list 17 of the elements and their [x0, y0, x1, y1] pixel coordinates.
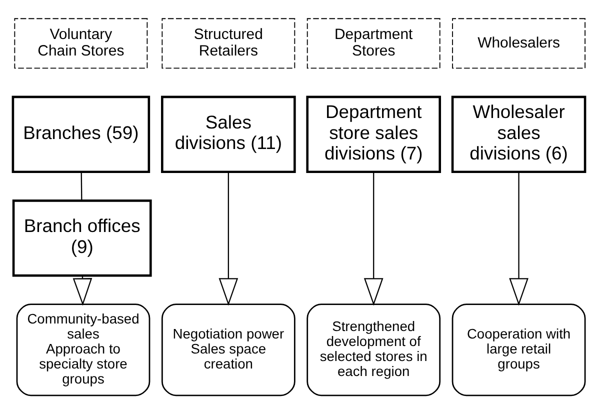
node-box: Cooperation with large retail groups — [452, 303, 586, 396]
node-box: Branch offices (9) — [12, 199, 152, 276]
node-box: Branches (59) — [12, 95, 150, 172]
node-box: Sales divisions (11) — [161, 95, 296, 172]
node-box: Negotiation power Sales space creation — [161, 303, 296, 396]
arrow — [218, 172, 238, 306]
node-box: Strengthened development of selected stores in each region — [306, 303, 441, 396]
arrow — [364, 172, 384, 306]
node-box: Wholesaler sales divisions (6) — [451, 95, 586, 172]
node-box: Voluntary Chain Stores — [14, 18, 148, 68]
node-box: Department Stores — [306, 18, 440, 68]
arrow — [509, 172, 528, 306]
node-box: Wholesalers — [452, 18, 586, 68]
node-box: Structured Retailers — [162, 18, 296, 68]
connector — [80, 172, 82, 200]
node-box: Department store sales divisions (7) — [306, 95, 442, 172]
node-box: Community-based sales Approach to specialty store groups — [16, 303, 150, 396]
